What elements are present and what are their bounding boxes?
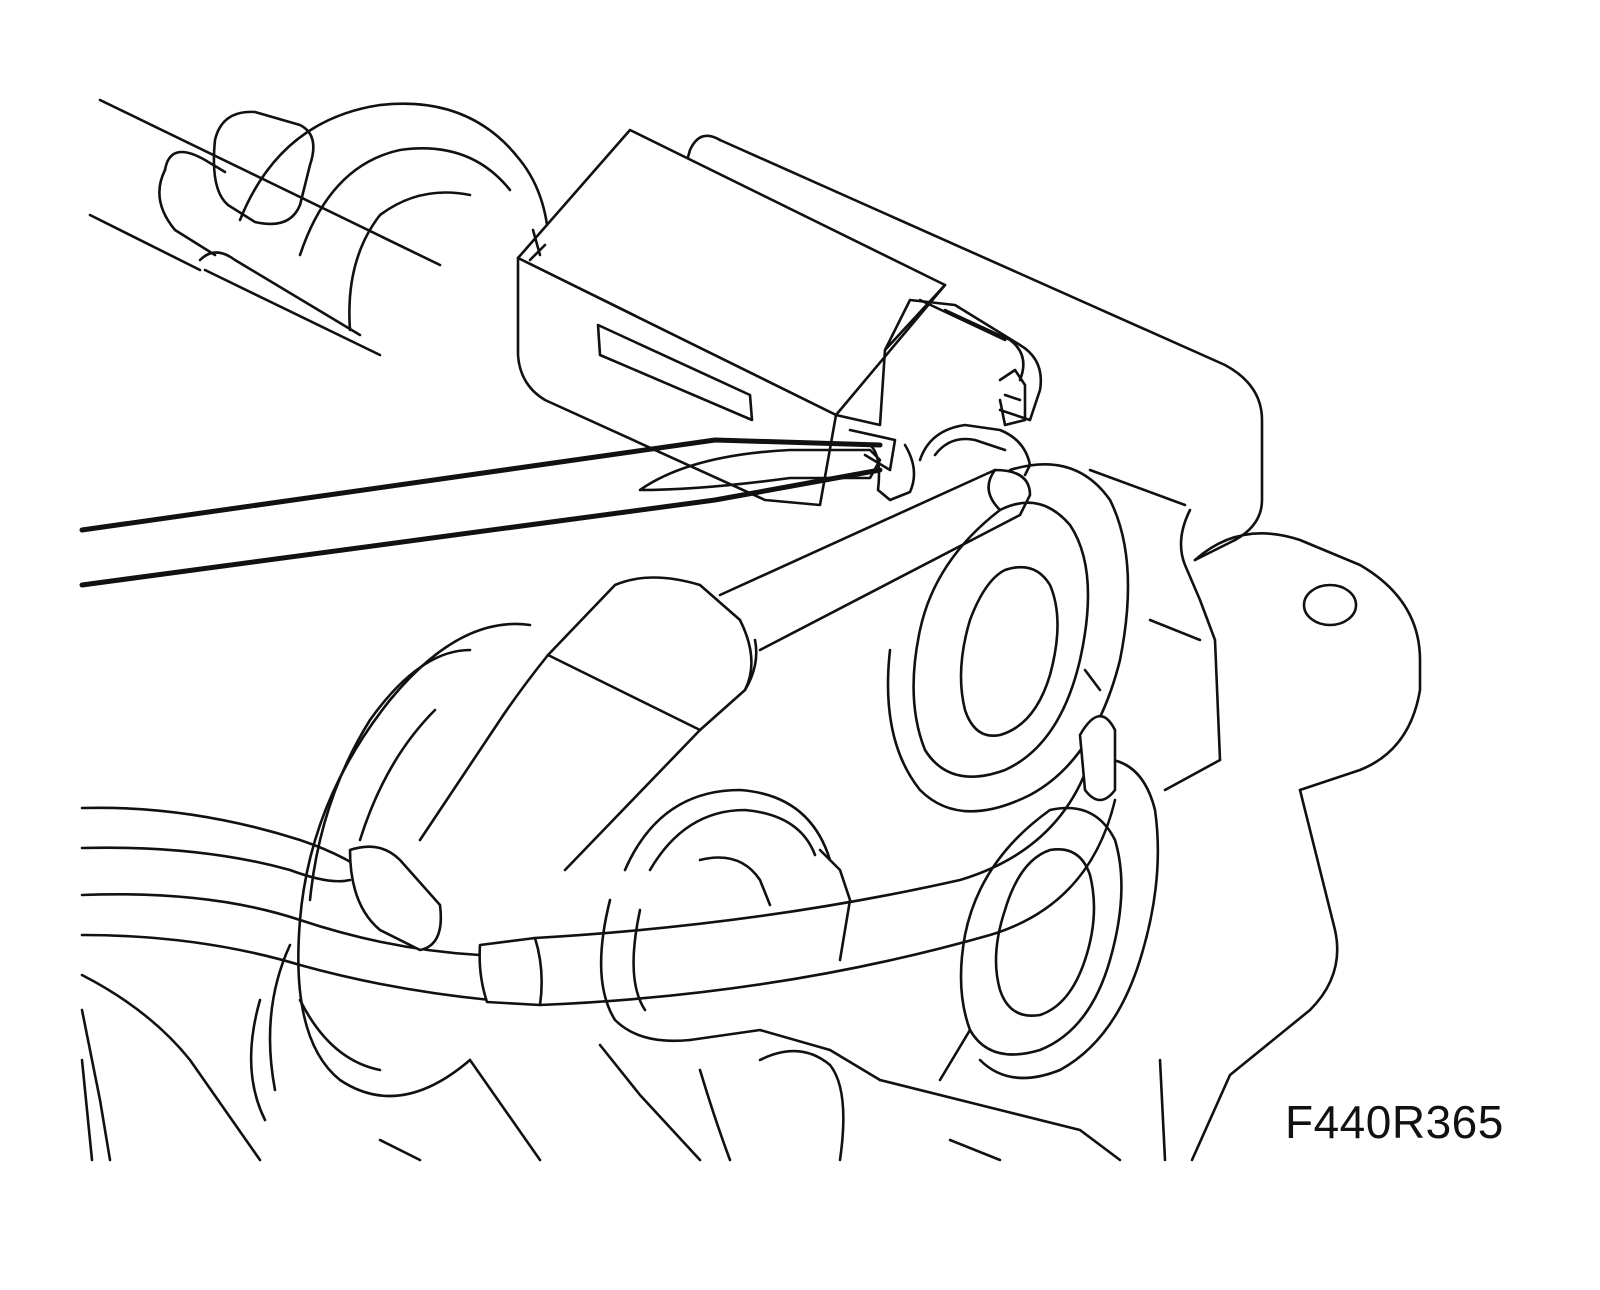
front-solenoid-lower bbox=[938, 757, 1160, 1082]
rear-solenoid bbox=[198, 102, 551, 357]
front-left-solenoid bbox=[249, 622, 532, 1122]
screwdriver bbox=[79, 437, 916, 588]
upper-left-bolt bbox=[88, 98, 442, 272]
electrical-connector bbox=[516, 128, 1043, 507]
valve-body-housing bbox=[678, 134, 1422, 1162]
figure-code-label: F440R365 bbox=[1285, 1096, 1504, 1148]
lower-housing-edges bbox=[80, 973, 1167, 1162]
wire-sleeve-front bbox=[418, 576, 758, 872]
middle-solenoid bbox=[599, 788, 852, 1043]
wire-harness bbox=[80, 714, 1117, 1007]
connector-lock-clip bbox=[918, 368, 1032, 477]
connector-wire bbox=[718, 468, 1032, 652]
